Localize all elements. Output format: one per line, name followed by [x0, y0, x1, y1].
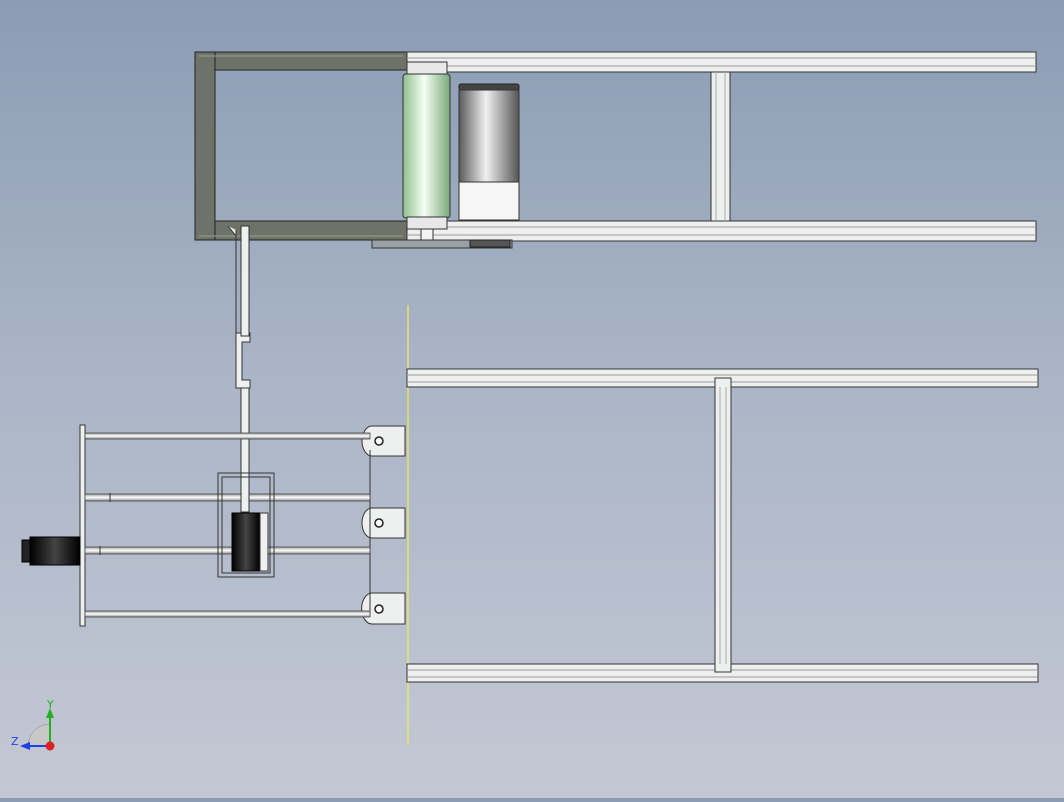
- x-axis-dot: [45, 741, 55, 751]
- slide-end-plate: [79, 424, 86, 627]
- conveyor-roller[interactable]: [402, 61, 451, 248]
- lead-screw: [84, 546, 371, 555]
- upper-frame-dark-bottom-rail: [194, 220, 408, 241]
- motor-mount-plate: [371, 239, 513, 249]
- slide-carriage[interactable]: [217, 472, 275, 578]
- upper-frame-cross-member: [710, 71, 731, 222]
- linear-slide-assembly[interactable]: [21, 424, 371, 627]
- z-axis-label: Z: [11, 735, 19, 748]
- upper-frame-dark-end-post: [194, 51, 216, 241]
- coordinate-triad: Y Z: [11, 698, 55, 751]
- upper-frame-bottom-rail: [406, 220, 1037, 242]
- upper-frame-dark-top-rail: [194, 51, 408, 71]
- upper-frame-assembly[interactable]: [194, 51, 1037, 249]
- hinge-brackets[interactable]: [361, 425, 406, 625]
- guide-rod-1: [84, 432, 371, 440]
- y-axis-label: Y: [46, 698, 54, 711]
- link-arm[interactable]: [227, 225, 251, 513]
- lower-frame-assembly[interactable]: [406, 368, 1039, 683]
- lower-frame-cross-member: [714, 377, 732, 673]
- upper-frame-top-rail: [406, 51, 1037, 73]
- drive-motor[interactable]: [458, 83, 520, 221]
- guide-rod-2: [84, 493, 371, 502]
- stepper-motor[interactable]: [21, 536, 81, 566]
- guide-rod-3: [84, 610, 371, 618]
